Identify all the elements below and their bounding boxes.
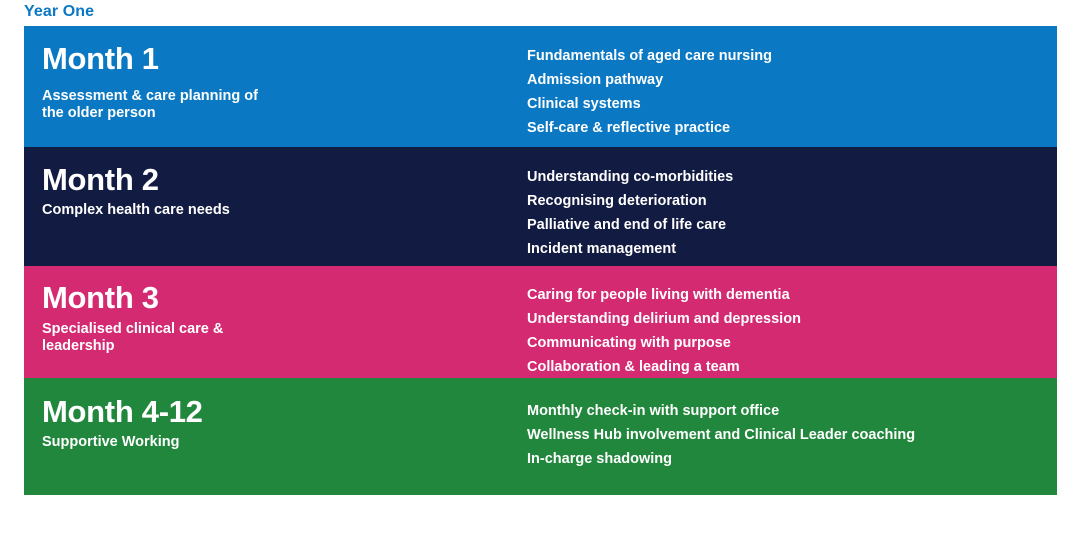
month-block-2-right: Understanding co-morbidities Recognising… <box>527 163 1057 261</box>
month-block-2: Month 2 Complex health care needs Unders… <box>24 147 1057 266</box>
month-block-1-left: Month 1 Assessment & care planning of th… <box>24 42 527 122</box>
topic-item: Caring for people living with dementia <box>527 287 790 303</box>
topic-item: Incident management <box>527 241 677 257</box>
month-block-4-left: Month 4-12 Supportive Working <box>24 395 527 451</box>
month-block-1-right: Fundamentals of aged care nursing Admiss… <box>527 42 1057 140</box>
topic-item: Admission pathway <box>527 72 664 88</box>
topic-item: Understanding delirium and depression <box>527 311 801 327</box>
month-block-1: Month 1 Assessment & care planning of th… <box>24 26 1057 147</box>
month-block-list: Month 1 Assessment & care planning of th… <box>24 26 1057 495</box>
topic-item: Wellness Hub involvement and Clinical Le… <box>527 427 916 443</box>
topic-item: Clinical systems <box>527 96 641 112</box>
month-block-1-subtitle: Assessment & care planning of the older … <box>42 88 258 121</box>
month-block-4-subtitle: Supportive Working <box>42 434 180 450</box>
month-block-3-left: Month 3 Specialised clinical care & lead… <box>24 281 527 355</box>
topic-item: Self-care & reflective practice <box>527 120 731 136</box>
month-block-4-topics: Monthly check-in with support office Wel… <box>527 399 1057 471</box>
month-block-3: Month 3 Specialised clinical care & lead… <box>24 266 1057 378</box>
month-block-2-subtitle: Complex health care needs <box>42 202 230 218</box>
topic-item: Recognising deterioration <box>527 193 707 209</box>
month-block-3-topics: Caring for people living with dementia U… <box>527 283 1057 378</box>
month-block-3-title: Month 3 <box>42 280 159 315</box>
topic-item: Communicating with purpose <box>527 335 731 351</box>
topic-item: Collaboration & leading a team <box>527 359 740 375</box>
topic-item: Fundamentals of aged care nursing <box>527 48 772 64</box>
topic-item: Palliative and end of life care <box>527 217 727 233</box>
month-block-3-subtitle: Specialised clinical care & leadership <box>42 321 224 354</box>
month-block-2-topics: Understanding co-morbidities Recognising… <box>527 165 1057 261</box>
topic-item: In-charge shadowing <box>527 451 673 467</box>
year-heading: Year One <box>24 3 95 20</box>
month-block-4-title: Month 4-12 <box>42 394 203 429</box>
month-block-4-right: Monthly check-in with support office Wel… <box>527 395 1057 471</box>
month-block-1-title: Month 1 <box>42 41 159 76</box>
month-block-2-title: Month 2 <box>42 162 159 197</box>
month-block-4: Month 4-12 Supportive Working Monthly ch… <box>24 378 1057 495</box>
topic-item: Monthly check-in with support office <box>527 403 780 419</box>
topic-item: Understanding co-morbidities <box>527 169 734 185</box>
month-block-2-left: Month 2 Complex health care needs <box>24 163 527 219</box>
month-block-3-right: Caring for people living with dementia U… <box>527 281 1057 378</box>
month-block-1-topics: Fundamentals of aged care nursing Admiss… <box>527 44 1057 140</box>
